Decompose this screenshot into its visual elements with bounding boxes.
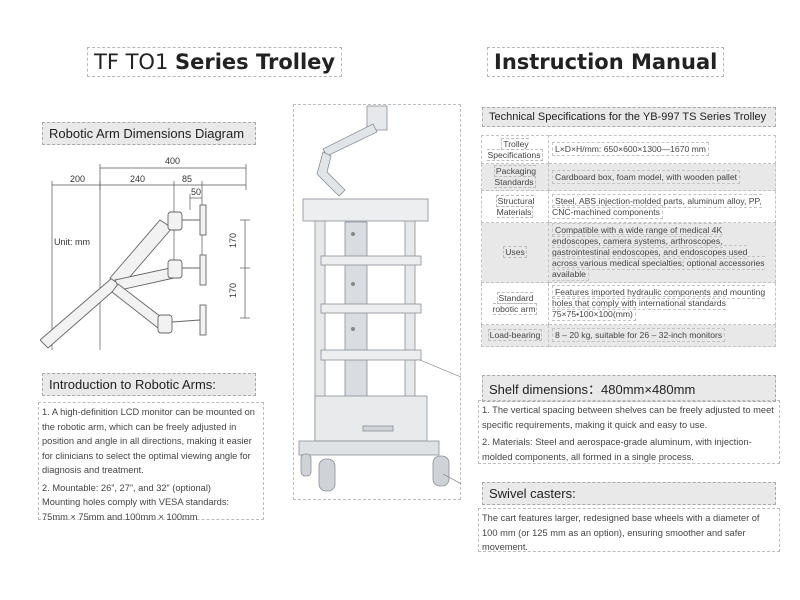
dim-total: 400 (165, 156, 180, 166)
intro-box: 1. A high-definition LCD monitor can be … (38, 402, 264, 522)
dim-v1: 170 (228, 233, 238, 248)
spec-label: Load-bearing (487, 329, 543, 341)
left-title-model: TF TO1 (94, 50, 169, 74)
caster-front-right (432, 455, 450, 487)
shelf-heading-text: Shelf dimensions：480mm×480mm (489, 382, 696, 397)
intro-p3: Mounting holes comply with VESA standard… (42, 497, 230, 507)
shelf-p1: 1. The vertical spacing between shelves … (482, 405, 774, 430)
intro-p4: 75mm × 75mm and 100mm × 100mm (42, 511, 198, 522)
monitor-mount (366, 105, 388, 131)
left-title: TF TO1 Series Trolley (87, 47, 343, 77)
trolley-frame (293, 104, 461, 500)
arm-dimensions-diagram: 400 200 240 85 50 170 170 Unit: mm (40, 156, 250, 350)
specs-heading-text: Technical Specifications for the YB-997 … (489, 111, 767, 123)
shelf-2 (320, 303, 422, 314)
base (298, 440, 440, 456)
specs-table: Trolley Specifications L×D×H/mm: 650×600… (481, 135, 776, 347)
casters-heading-text: Swivel casters: (489, 486, 576, 501)
spec-label: Trolley Specifications (487, 137, 543, 161)
dim-seg1: 200 (70, 174, 85, 184)
trolley-illustration (298, 105, 461, 492)
arm-diagram-heading-text: Robotic Arm Dimensions Diagram (49, 126, 245, 141)
intro-heading: Introduction to Robotic Arms: (42, 373, 256, 396)
spec-row: Trolley Specifications L×D×H/mm: 650×600… (481, 135, 776, 164)
dim-seg4: 50 (191, 187, 201, 197)
spec-value: Features imported hydraulic components a… (552, 285, 766, 321)
left-title-series: Series Trolley (175, 50, 336, 74)
casters-p1: The cart features larger, redesigned bas… (482, 513, 760, 552)
spec-label: Packaging Standards (493, 165, 537, 188)
right-title: Instruction Manual (487, 47, 725, 77)
drawer (314, 395, 428, 442)
dim-v2: 170 (228, 283, 238, 298)
arm-diagram-heading: Robotic Arm Dimensions Diagram (42, 122, 256, 145)
casters-box: The cart features larger, redesigned bas… (478, 508, 780, 552)
shelf-3 (320, 349, 422, 361)
spec-row: Uses Compatible with a wide range of med… (481, 222, 776, 283)
spec-row: Packaging Standards Cardboard box, foam … (481, 163, 776, 191)
unit-label: Unit: mm (54, 237, 90, 247)
intro-p2: 2. Mountable: 26”, 27”, and 32” (optiona… (42, 482, 211, 493)
specs-heading: Technical Specifications for the YB-997 … (482, 107, 776, 127)
shelf-1 (320, 255, 422, 266)
spec-label: Uses (503, 246, 527, 258)
dim-seg2: 240 (130, 174, 145, 184)
right-title-text: Instruction Manual (494, 50, 718, 74)
shelf-heading: Shelf dimensions：480mm×480mm (482, 375, 776, 402)
shelf-p2: 2. Materials: Steel and aerospace-grade … (482, 437, 752, 462)
spec-row: Structural Materials Steel, ABS injectio… (481, 190, 776, 223)
intro-heading-text: Introduction to Robotic Arms: (49, 377, 216, 392)
spec-row: Load-bearing 8 – 20 kg, suitable for 26 … (481, 324, 776, 347)
dim-seg3: 85 (182, 174, 192, 184)
spec-value: L×D×H/mm: 650×600×1300—1670 mm (552, 142, 709, 156)
spec-value: Steel, ABS injection-molded parts, alumi… (552, 193, 762, 219)
caster-front-left (318, 458, 336, 492)
spec-value: 8 – 20 kg, suitable for 26 – 32-inch mon… (552, 328, 726, 342)
casters-heading: Swivel casters: (482, 482, 776, 505)
spec-row: Standard robotic arm Features imported h… (481, 282, 776, 325)
shelf-box: 1. The vertical spacing between shelves … (478, 400, 780, 464)
top-shelf (302, 198, 429, 222)
spec-value: Compatible with a wide range of medical … (552, 223, 765, 281)
spec-label: Structural Materials (495, 194, 535, 218)
spec-value: Cardboard box, foam model, with wooden p… (552, 169, 741, 184)
spec-label: Standard robotic arm (492, 291, 538, 315)
intro-p1: 1. A high-definition LCD monitor can be … (42, 407, 255, 475)
